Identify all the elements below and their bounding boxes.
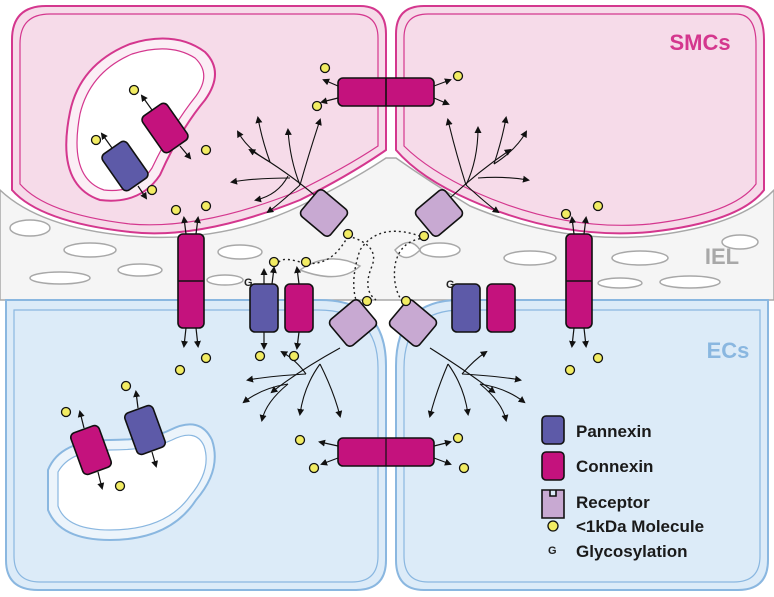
receptor-lower-left: [328, 299, 378, 347]
ecs-label: ECs: [707, 338, 750, 363]
myoendothelial-junction-right: [560, 200, 604, 376]
legend-label-receptor: Receptor: [576, 493, 650, 512]
legend-label-connexin: Connexin: [576, 457, 653, 476]
receptors: [299, 189, 464, 347]
legend-item-pannexin: Pannexin: [541, 415, 652, 445]
iel-label: IEL: [705, 244, 739, 269]
legend-item-connexin: Connexin: [541, 451, 653, 481]
molecule-swatch: [547, 520, 559, 532]
legend-item-molecule: <1kDa Molecule: [547, 517, 704, 536]
smc-vesicle-channels: [90, 84, 212, 200]
smc-cell-left-inner-border: [19, 13, 379, 226]
smc-layer: SMCs: [11, 5, 765, 235]
legend-label-glycosylation: Glycosylation: [576, 542, 687, 561]
ec-layer: ECs: [5, 299, 769, 591]
ec-hemichannels-left: G: [244, 256, 314, 362]
smcs-label: SMCs: [669, 30, 730, 55]
glycosylation-mark-left: G: [244, 277, 253, 289]
iel-fibers: [9, 219, 759, 289]
glycosylation-mark-right: G: [446, 279, 455, 291]
legend-item-glycosylation: G Glycosylation: [548, 542, 687, 561]
ec-hemichannels-right: G: [446, 279, 516, 333]
legend: Pannexin Connexin Receptor <1kDa Molecul…: [541, 415, 704, 561]
pannexin-swatch: [541, 415, 565, 445]
myoendothelial-junction-left: [170, 200, 212, 376]
receptor-lower-right: [388, 299, 438, 347]
connexin-swatch: [541, 451, 565, 481]
ec-vesicle-channels: [60, 380, 167, 492]
receptor-upper-right: [414, 189, 464, 237]
receptor-upper-left: [299, 189, 349, 237]
gap-junction-smc-smc: [311, 62, 464, 112]
glycosylation-swatch: G: [548, 545, 557, 557]
legend-label-molecule: <1kDa Molecule: [576, 517, 704, 536]
receptor-swatch: [541, 489, 565, 519]
legend-item-receptor: Receptor: [541, 489, 650, 519]
gap-junction-ec-ec: [294, 432, 470, 474]
smc-cell-right: [395, 5, 765, 235]
legend-label-pannexin: Pannexin: [576, 422, 652, 441]
dendrites: [230, 116, 530, 422]
tethers: [277, 230, 426, 306]
